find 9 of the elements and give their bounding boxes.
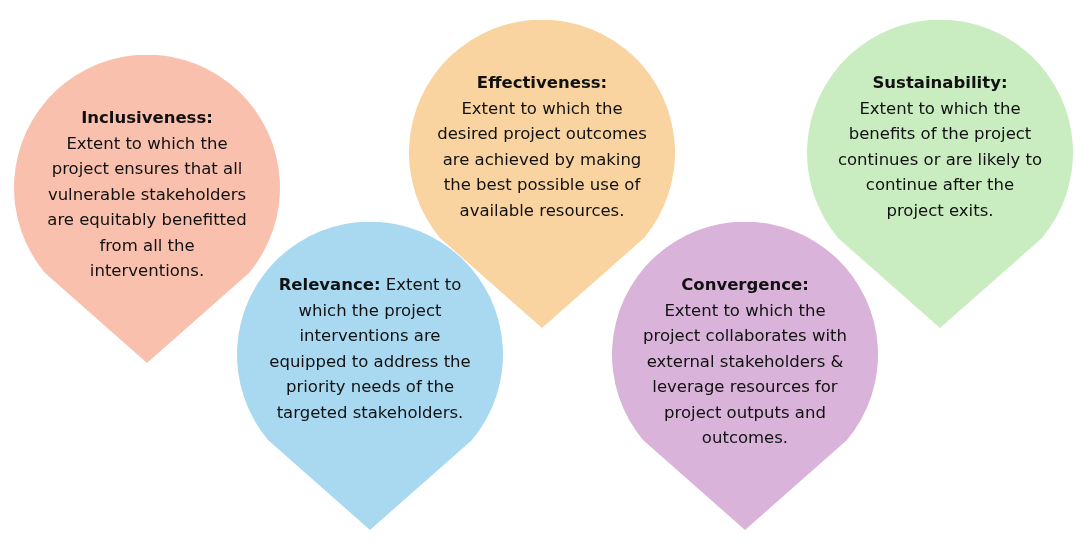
description-text: Relevance: Extent to which the project interventions are equipped to address the priority needs of the targeted stakeholders. [268,274,472,424]
description-text: Extent to which the desired project outcomes are achieved by making the best possible use of available resources. [437,97,647,222]
description-text: Extent to which the benefits of the project continues or are likely to continue after the project exits. [836,97,1044,222]
description-text: Extent to which the project ensures that all vulnerable stakeholders are equitably benefitted from all the interventions. [46,132,248,282]
heading: Inclusiveness: [80,107,214,129]
description-text: Extent to which the project collaborates with external stakeholders & leverage resources for project outputs and outcomes. [642,299,848,449]
heading: Convergence: [680,274,810,296]
heading: Effectiveness: [475,72,609,94]
heading: Sustainability: [871,72,1009,94]
